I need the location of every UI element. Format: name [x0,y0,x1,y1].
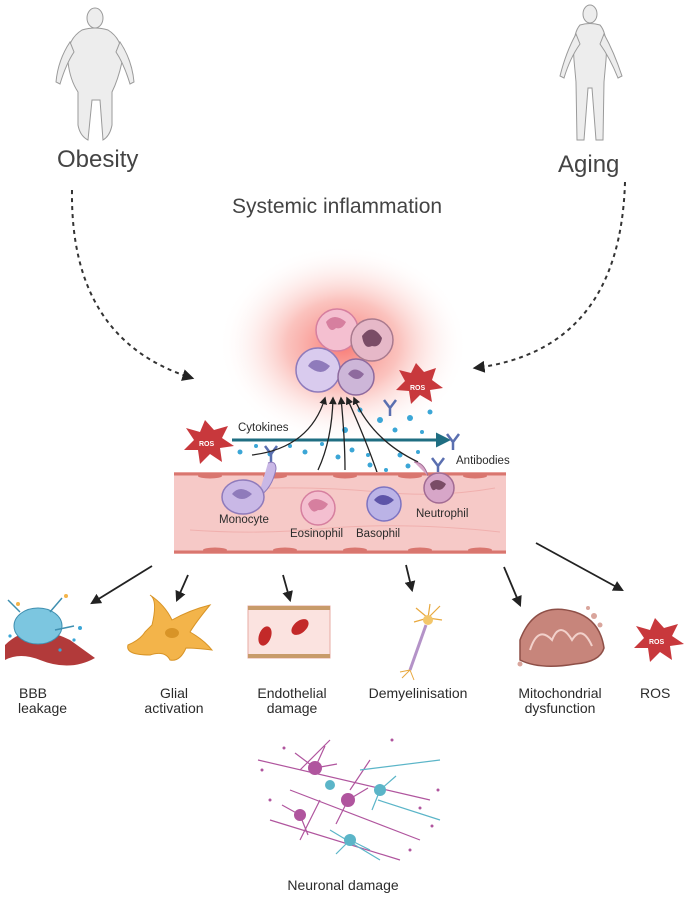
eosinophil-label: Eosinophil [290,528,344,540]
neuron-somas [294,761,386,846]
endothelial-label-line1: Endothelial [257,685,327,701]
debris-dots [260,738,440,852]
antibodies-label: Antibodies [456,455,510,467]
mitochondrial-label: Mitochondrial dysfunction [510,686,610,715]
ros-star-outcome [634,618,684,662]
mitochondrial-label-line2: dysfunction [524,699,596,716]
aging-person-icon [559,4,623,141]
neutrophil-cell [413,461,455,504]
ros-badge-right-text: ROS [410,385,426,392]
endothelial-label-line2: damage [266,699,318,716]
obese-person-icon [55,7,135,141]
migration-arrows [251,396,419,476]
glial-label-line2: activation [144,699,204,716]
ros-badge-left-text: ROS [199,441,215,448]
endothelial-damage-icon [247,605,331,659]
obesity-label: Obesity [57,146,139,173]
mitochondria-icon [517,606,605,667]
ros-star-right [396,363,443,404]
eosinophil-cell [300,490,336,526]
outcome-arrows [90,542,624,607]
neuronal-network-icon [257,739,441,861]
basophil-label: Basophil [356,528,401,540]
glial-cell-icon [127,594,214,661]
monocyte-label: Monocyte [219,514,269,526]
neuronal-damage-label: Neuronal damage [287,877,399,893]
bbb-label-line1: BBB [18,685,47,701]
monocyte-cell [221,461,277,515]
bbb-leakage-icon [5,594,95,666]
glial-label-line1: Glial [159,685,188,701]
cytokines-label: Cytokines [238,422,289,434]
demyelinisation-label: Demyelinisation [368,685,468,701]
bbb-label-line2: leakage [18,699,68,716]
mitochondrial-label-line1: Mitochondrial [518,685,602,701]
ros-outcome-label: ROS [640,685,671,701]
glial-label: Glial activation [139,686,209,715]
neuron-demyelination-icon [399,603,443,681]
systemic-inflammation-label: Systemic inflammation [232,195,443,218]
neutrophil-label: Neutrophil [416,508,469,520]
endothelial-label: Endothelial damage [252,686,332,715]
obesity-arrow [70,189,195,381]
basophil-cell [366,486,402,522]
immune-cell-cluster [295,308,394,396]
bbb-label: BBB leakage [18,685,68,716]
aging-arrow [472,181,626,373]
aging-label: Aging [558,151,620,178]
ros-badge-outcome-text: ROS [649,639,665,646]
ros-star-left [184,420,234,464]
